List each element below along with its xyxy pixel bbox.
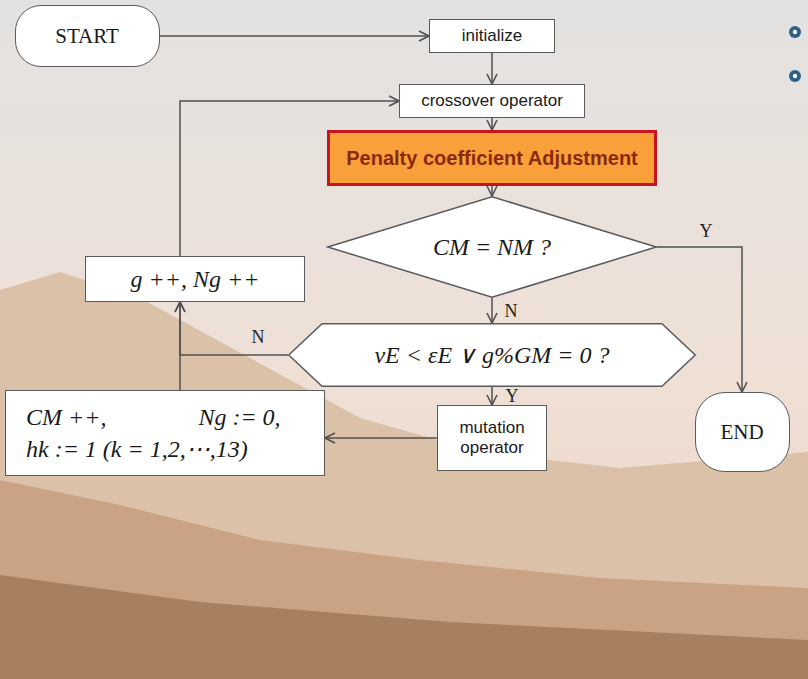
flow-arrow — [325, 437, 437, 439]
flow-arrow — [491, 118, 493, 130]
node-text: g ++, Ng ++ — [131, 266, 260, 293]
start-terminal: START — [15, 5, 160, 67]
flow-arrow — [180, 302, 288, 355]
text-row: Penalty coefficient Adjustment — [346, 147, 638, 170]
process-box: CM ++, Ng := 0, hk := 1 (k = 1,2,⋯,13) — [5, 390, 325, 476]
flow-arrow — [491, 53, 493, 84]
flow-arrow — [491, 186, 493, 196]
node-text: crossover operator — [421, 91, 563, 111]
node-text: END — [720, 420, 763, 445]
flow-arrow — [160, 35, 430, 37]
process-box: g ++, Ng ++ — [85, 256, 305, 302]
text-row: hk := 1 (k = 1,2,⋯,13) — [26, 435, 248, 463]
node-text: CM = NM ? — [433, 234, 551, 261]
node-text: START — [55, 24, 119, 49]
branch-label: N — [252, 328, 265, 346]
decision-diamond: CM = NM ? — [327, 196, 657, 298]
process-box: crossover operator — [399, 84, 585, 118]
far-mountain — [0, 272, 808, 679]
diamond-outline — [328, 197, 657, 298]
node-text: CM ++, — [26, 404, 106, 431]
text-row: CM = NM ? — [433, 234, 551, 261]
text-row: START — [55, 24, 119, 49]
text-row: g ++, Ng ++ — [131, 266, 260, 293]
node-text: hk := 1 (k = 1,2,⋯,13) — [26, 435, 248, 463]
node-text: Penalty coefficient Adjustment — [346, 147, 638, 170]
near-ground — [0, 575, 808, 679]
process-box: mutation operator — [437, 405, 547, 471]
text-row: vE < εE ∨ g%GM = 0 ? — [374, 341, 609, 369]
text-row: crossover operator — [421, 91, 563, 111]
node-text: Ng := 0, — [198, 404, 280, 431]
hexagon-outline — [289, 324, 696, 387]
node-text: initialize — [462, 26, 522, 46]
process-box: initialize — [429, 19, 555, 53]
text-row: END — [720, 420, 763, 445]
branch-label: Y — [700, 222, 713, 240]
branch-label: N — [505, 302, 518, 320]
text-row: mutation operator — [448, 418, 536, 457]
bullet-icon — [789, 26, 801, 38]
mid-mountain — [0, 480, 808, 679]
branch-label: Y — [506, 387, 519, 405]
flow-arrow — [491, 298, 493, 323]
node-text: vE < εE ∨ g%GM = 0 ? — [374, 341, 609, 369]
text-row: CM ++, Ng := 0, — [26, 404, 281, 431]
text-row: initialize — [462, 26, 522, 46]
bullet-icon — [789, 70, 801, 82]
node-text: mutation operator — [448, 418, 536, 457]
highlighted-process-box: Penalty coefficient Adjustment — [327, 130, 657, 186]
end-terminal: END — [695, 392, 790, 472]
flow-arrow — [491, 387, 493, 405]
condition-hexagon: vE < εE ∨ g%GM = 0 ? — [288, 323, 696, 387]
flow-arrow — [179, 302, 181, 390]
